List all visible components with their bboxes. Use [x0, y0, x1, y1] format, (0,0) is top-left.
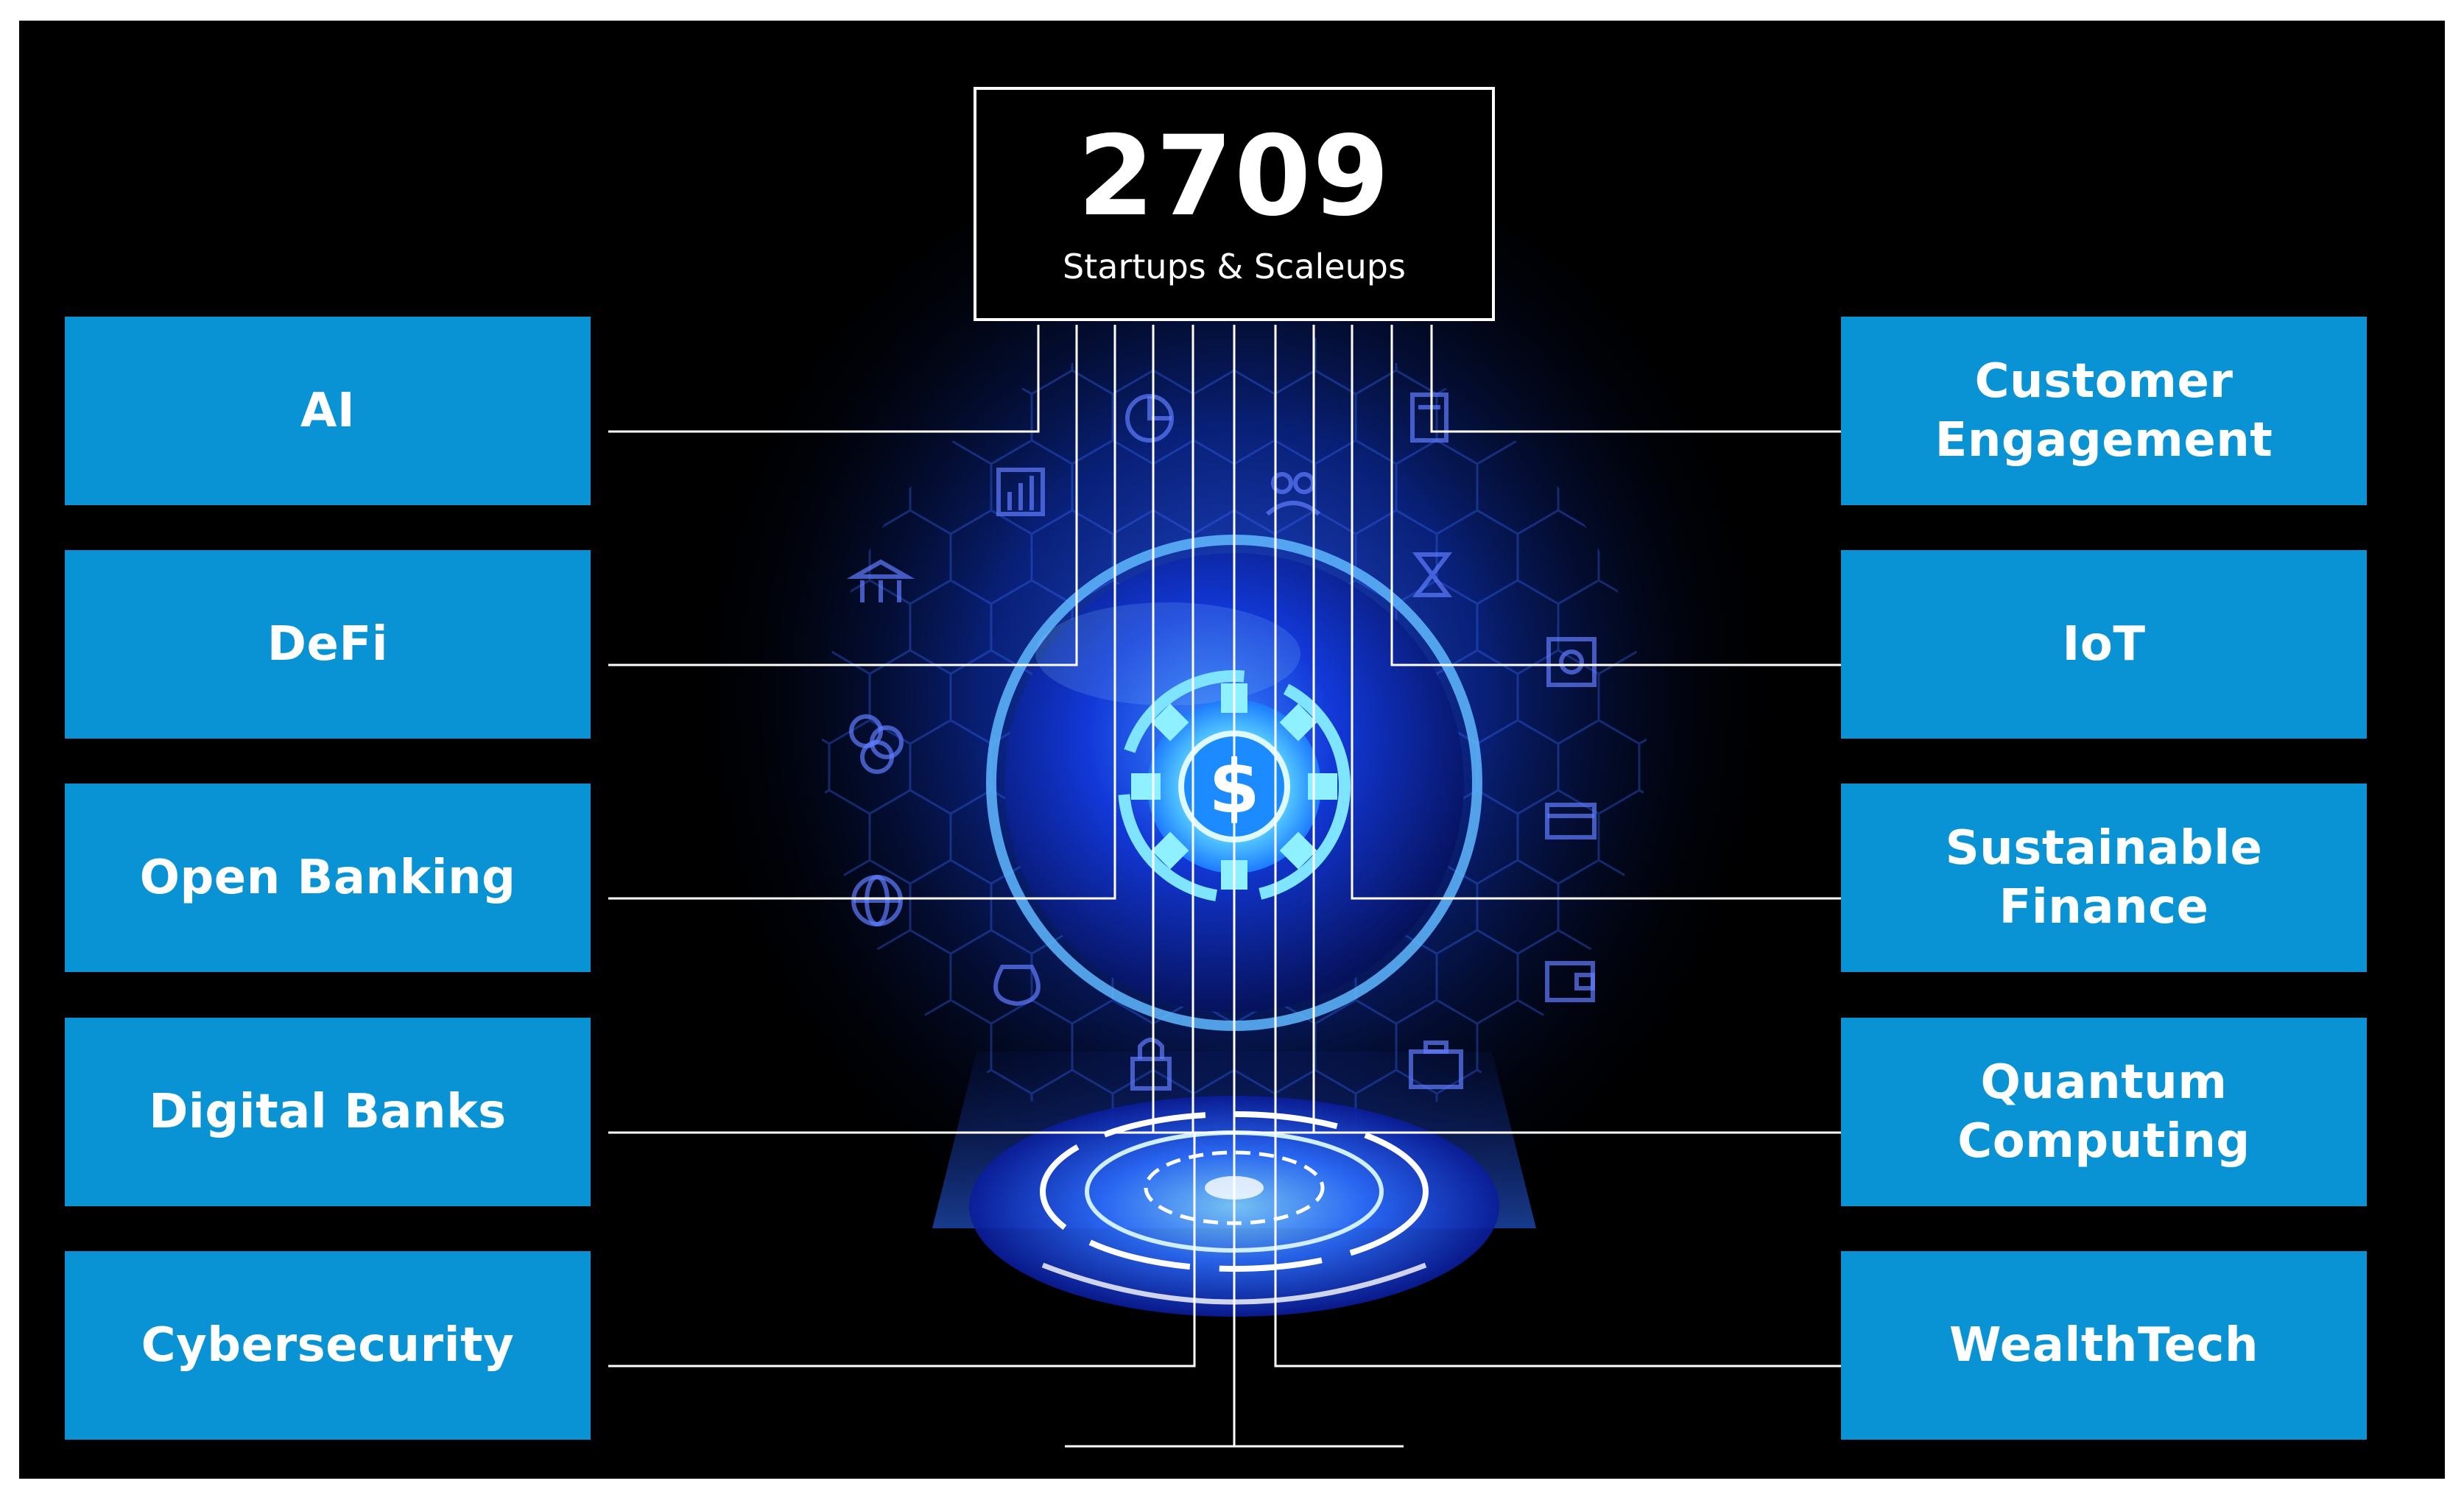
category-sustainable-finance[interactable]: Sustainable Finance — [1841, 784, 2367, 972]
category-label: Customer Engagement — [1935, 354, 2273, 468]
category-iot[interactable]: IoT — [1841, 550, 2367, 739]
diagram-frame: $ 2709 — [19, 21, 2445, 1479]
category-ai[interactable]: AI — [65, 317, 591, 505]
connector-lines — [608, 325, 1860, 1448]
category-digital-banks[interactable]: Digital Banks — [65, 1018, 591, 1206]
bank-icon — [846, 559, 915, 602]
category-open-banking[interactable]: Open Banking — [65, 784, 591, 972]
wallet-icon — [1545, 961, 1595, 1002]
bar-chart-icon — [996, 468, 1045, 516]
globe-icon — [851, 875, 903, 926]
category-wealthtech[interactable]: WealthTech — [1841, 1251, 2367, 1440]
category-customer-engagement[interactable]: Customer Engagement — [1841, 317, 2367, 505]
padlock-icon — [1130, 1038, 1172, 1091]
coins-icon — [849, 714, 904, 774]
category-label: Open Banking — [139, 851, 516, 905]
category-label: Sustainable Finance — [1945, 821, 2263, 934]
hourglass-icon — [1412, 552, 1453, 597]
startup-count-box: 2709 Startups & Scaleups — [974, 87, 1495, 321]
briefcase-icon — [1409, 1041, 1463, 1089]
safe-icon — [1546, 637, 1597, 687]
pie-chart-icon — [1125, 394, 1174, 443]
calculator-icon — [1410, 393, 1449, 443]
category-quantum-computing[interactable]: Quantum Computing — [1841, 1018, 2367, 1206]
credit-card-icon — [1545, 803, 1597, 840]
category-label: WealthTech — [1949, 1318, 2259, 1373]
hologram-illustration: $ — [608, 153, 1860, 1448]
category-label: DeFi — [267, 617, 389, 672]
startup-count-label: Startups & Scaleups — [1063, 247, 1406, 286]
category-label: AI — [300, 384, 356, 438]
category-defi[interactable]: DeFi — [65, 550, 591, 739]
category-label: IoT — [2062, 617, 2146, 672]
category-label: Quantum Computing — [1957, 1055, 2250, 1169]
category-label: Cybersecurity — [141, 1318, 515, 1373]
category-label: Digital Banks — [149, 1085, 507, 1139]
money-bag-icon — [993, 965, 1041, 1007]
startup-count: 2709 — [1077, 113, 1391, 241]
category-cybersecurity[interactable]: Cybersecurity — [65, 1251, 591, 1440]
